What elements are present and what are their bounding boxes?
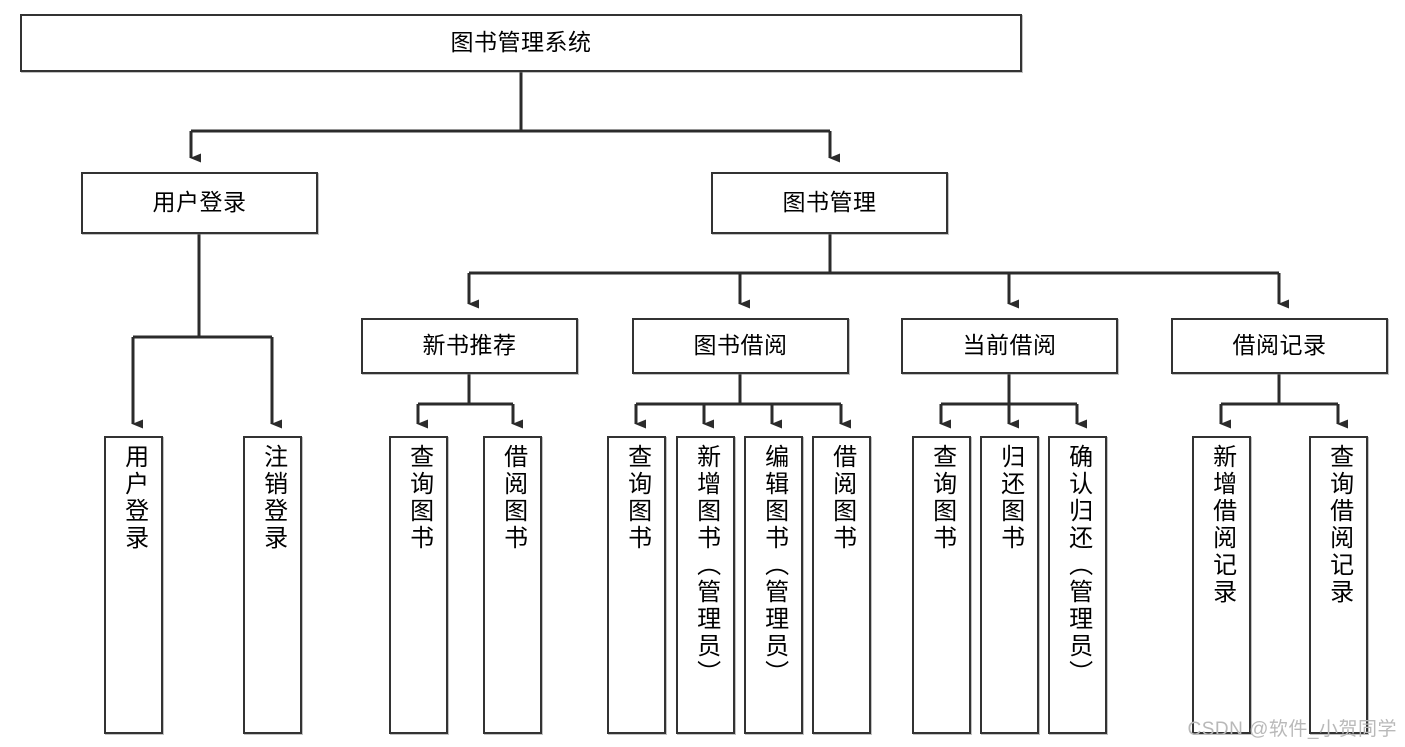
node-label: 确认归还（管理员） (1064, 444, 1092, 687)
node-current-borrow[interactable]: 当前借阅 (901, 318, 1118, 374)
node-borrow-record[interactable]: 借阅记录 (1171, 318, 1388, 374)
node-label: 编辑图书（管理员） (760, 444, 788, 687)
node-leaf-add-borrow-record[interactable]: 新增借阅记录 (1192, 436, 1251, 734)
node-label: 查询借阅记录 (1325, 444, 1353, 606)
node-book-borrow[interactable]: 图书借阅 (632, 318, 849, 374)
node-leaf-logout[interactable]: 注销登录 (243, 436, 302, 734)
node-label: 查询图书 (928, 444, 956, 552)
node-leaf-borrow-book[interactable]: 借阅图书 (812, 436, 871, 734)
node-leaf-confirm-return-admin[interactable]: 确认归还（管理员） (1048, 436, 1107, 734)
node-leaf-return-book[interactable]: 归还图书 (980, 436, 1039, 734)
node-leaf-borrow-book-recommend[interactable]: 借阅图书 (483, 436, 542, 734)
node-leaf-query-book-recommend[interactable]: 查询图书 (389, 436, 448, 734)
node-label: 查询图书 (405, 444, 433, 552)
node-leaf-query-book-current[interactable]: 查询图书 (912, 436, 971, 734)
node-label: 注销登录 (259, 444, 287, 552)
node-label: 新增借阅记录 (1208, 444, 1236, 606)
csdn-watermark: CSDN @软件_小贺同学 (1187, 719, 1397, 740)
node-leaf-add-book-admin[interactable]: 新增图书（管理员） (676, 436, 735, 734)
node-label: 当前借阅 (962, 332, 1057, 359)
node-label: 图书管理系统 (450, 29, 592, 56)
node-label: 借阅记录 (1232, 332, 1327, 359)
node-new-book-recommend[interactable]: 新书推荐 (361, 318, 578, 374)
node-leaf-edit-book-admin[interactable]: 编辑图书（管理员） (744, 436, 803, 734)
node-label: 新书推荐 (422, 332, 517, 359)
node-leaf-query-book-borrow[interactable]: 查询图书 (607, 436, 666, 734)
node-label: 归还图书 (996, 444, 1024, 552)
node-label: 查询图书 (623, 444, 651, 552)
node-label: 新增图书（管理员） (692, 444, 720, 687)
node-label: 借阅图书 (828, 444, 856, 552)
node-label: 用户登录 (152, 189, 247, 216)
node-label: 用户登录 (120, 444, 148, 552)
node-label: 借阅图书 (499, 444, 527, 552)
node-book-management[interactable]: 图书管理 (711, 172, 948, 234)
node-user-login[interactable]: 用户登录 (81, 172, 318, 234)
node-root-system[interactable]: 图书管理系统 (20, 14, 1022, 72)
node-label: 图书管理 (782, 189, 877, 216)
node-leaf-user-login[interactable]: 用户登录 (104, 436, 163, 734)
node-leaf-query-borrow-record[interactable]: 查询借阅记录 (1309, 436, 1368, 734)
node-label: 图书借阅 (693, 332, 788, 359)
